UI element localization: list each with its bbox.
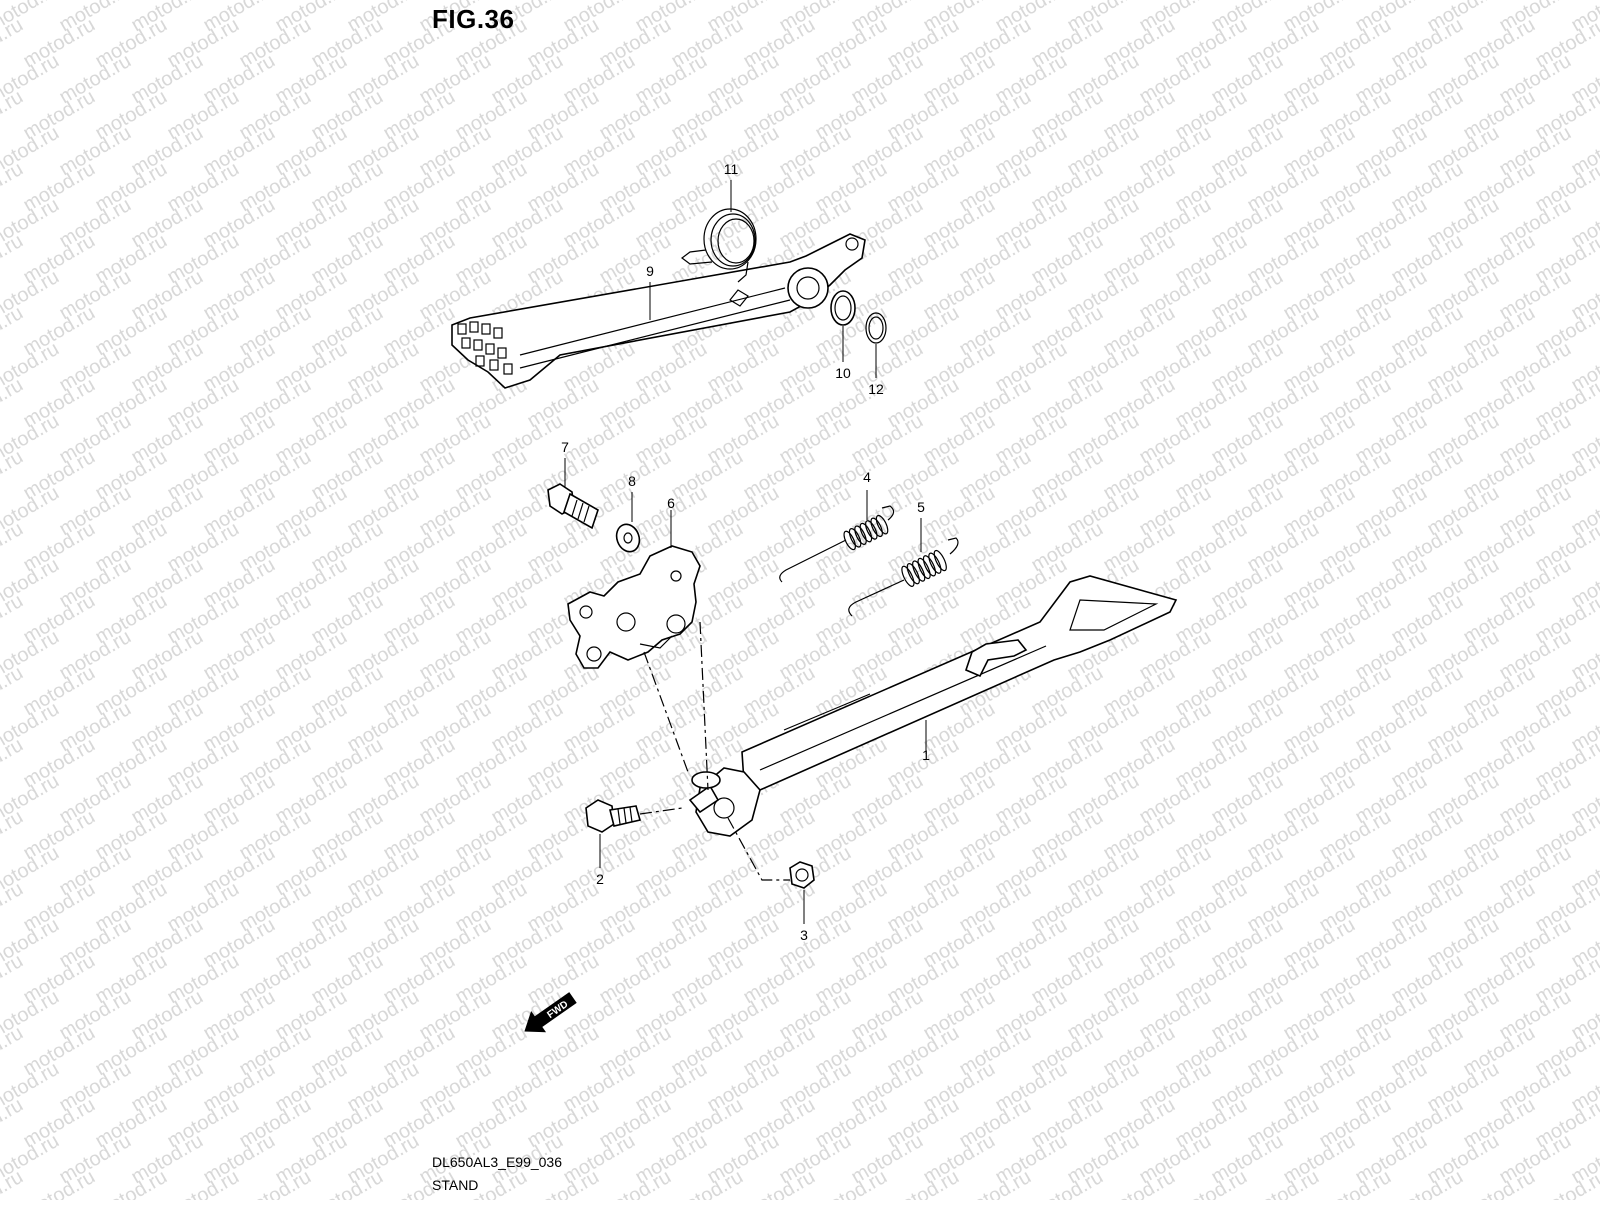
callout-4: 4 xyxy=(863,469,871,485)
watermark-text: motod.ru xyxy=(0,878,27,937)
watermark-text: motod.ru xyxy=(0,86,27,145)
watermark-text: motod.ru xyxy=(0,590,27,649)
callout-7: 7 xyxy=(561,439,569,455)
watermark-text: motod.ru xyxy=(0,662,27,721)
watermark-text: motod.ru xyxy=(0,1022,27,1081)
watermark-text: motod.ru xyxy=(1532,1166,1600,1200)
watermark-text: motod.ru xyxy=(0,374,27,433)
watermark-text: motod.ru xyxy=(0,446,27,505)
watermark-text: motod.ru xyxy=(0,230,27,289)
watermark-text: motod.ru xyxy=(0,734,27,793)
watermark-text: motod.ru xyxy=(0,518,27,577)
callout-10: 10 xyxy=(835,365,851,381)
diagram-code: DL650AL3_E99_036 xyxy=(432,1154,562,1170)
callout-8: 8 xyxy=(628,473,636,489)
watermark-text: motod.ru xyxy=(0,950,27,1009)
callout-1: 1 xyxy=(922,747,930,763)
diagram-name: STAND xyxy=(432,1177,478,1193)
watermark-text: motod.ru xyxy=(0,14,27,73)
watermark-text: motod.ru xyxy=(0,158,27,217)
watermark-text: motod.ru xyxy=(0,1094,27,1153)
callout-3: 3 xyxy=(800,927,808,943)
watermark-text: motod.ru xyxy=(0,806,27,865)
callout-11: 11 xyxy=(724,161,739,177)
callout-2: 2 xyxy=(596,871,604,887)
callout-5: 5 xyxy=(917,499,925,515)
figure-label: FIG.36 xyxy=(432,4,514,35)
callout-9: 9 xyxy=(646,263,654,279)
washer-part-10 xyxy=(831,291,855,325)
callout-6: 6 xyxy=(667,495,675,511)
callout-12: 12 xyxy=(868,381,884,397)
watermark-text: motod.ru xyxy=(0,302,27,361)
